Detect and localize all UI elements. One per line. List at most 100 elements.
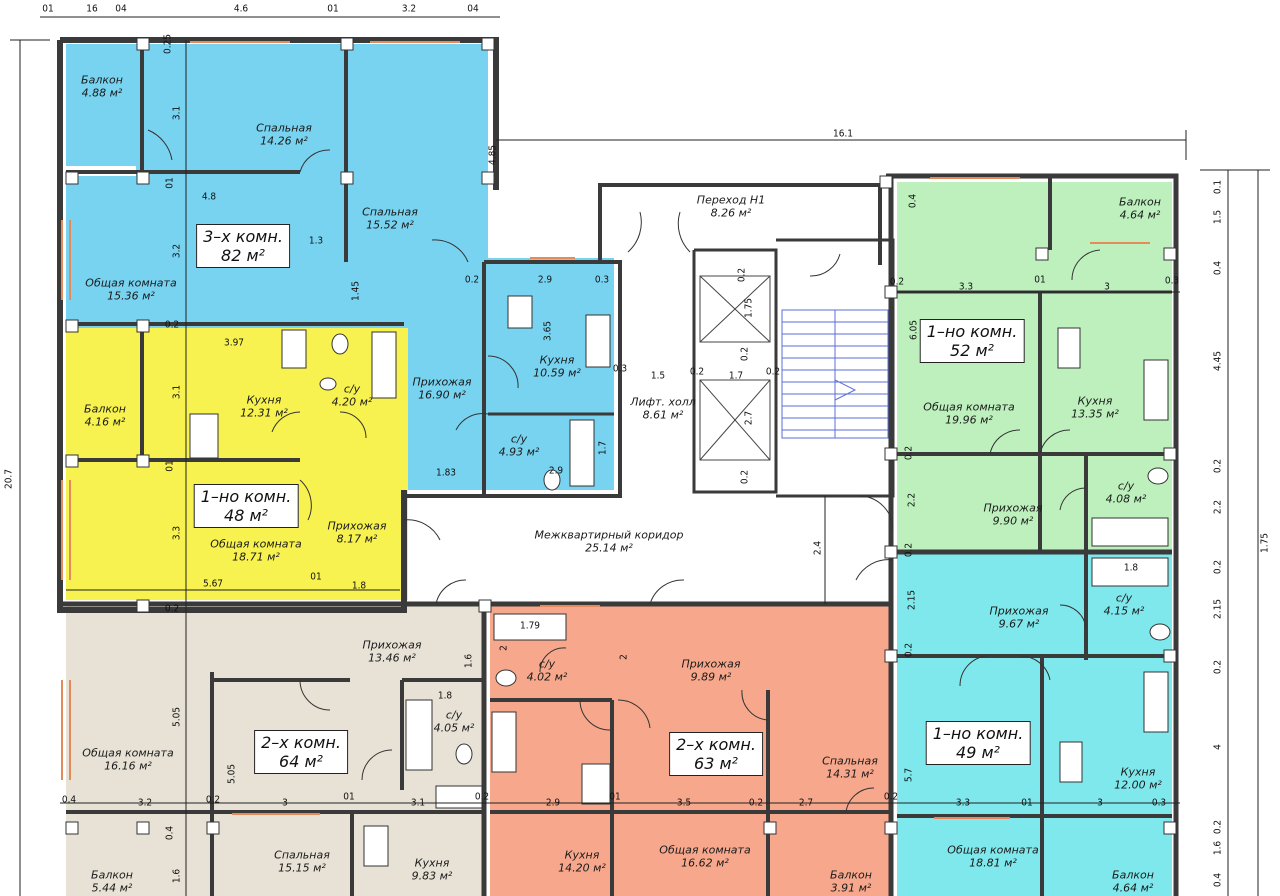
room-name: с/у xyxy=(343,382,361,396)
room-name: Переход Н1 xyxy=(696,193,766,207)
dimension-label: 0.1 xyxy=(1212,179,1224,195)
dimension-label: 1.8 xyxy=(1123,562,1139,574)
room-name: Кухня xyxy=(246,393,282,407)
dimension-label: 0.3 xyxy=(1164,275,1180,287)
dimension-label: 5.7 xyxy=(903,767,915,783)
dimension-label: 2 xyxy=(618,654,630,660)
room-name: Общая комната xyxy=(85,276,177,290)
room-area: 14.31 м² xyxy=(826,767,874,780)
room-area: 4.15 м² xyxy=(1103,604,1145,617)
dimension-label: 0.2 xyxy=(765,366,781,378)
dimension-label: 0.2 xyxy=(464,274,480,286)
dimension-label: 2.9 xyxy=(545,797,561,809)
apartment-type: 2–х комн. xyxy=(676,735,756,754)
dimension-label: 0.2 xyxy=(689,366,705,378)
dimension-label: 1.83 xyxy=(435,467,457,479)
dimension-label: 5.67 xyxy=(202,578,224,590)
room-area: 4.64 м² xyxy=(1112,881,1154,894)
room-area: 10.59 м² xyxy=(533,366,581,379)
dimension-label: 1.75 xyxy=(743,297,755,319)
room-name: Прихожая xyxy=(681,657,741,671)
room-area: 3.91 м² xyxy=(830,881,872,894)
room-name: Балкон xyxy=(1119,195,1161,209)
apartment-badge: 1–но комн.48 м² xyxy=(193,484,299,528)
dimension-label: 01 xyxy=(343,791,355,803)
room-area: 8.61 м² xyxy=(642,408,684,421)
apartment-badge: 3–х комн.82 м² xyxy=(196,224,290,268)
room-name: Балкон xyxy=(81,73,123,87)
room-name: Общая комната xyxy=(82,746,174,760)
room-name: Спальная xyxy=(256,121,312,135)
dimension-label: 16 xyxy=(86,3,98,15)
dimension-label: 3.3 xyxy=(171,525,183,541)
room-name: Прихожая xyxy=(327,519,387,533)
room-name: Кухня xyxy=(564,848,600,862)
dimension-label: 0.2 xyxy=(164,603,180,615)
dimension-label: 1.7 xyxy=(728,370,744,382)
room-name: Межквартирный коридор xyxy=(534,528,684,542)
room-name: Кухня xyxy=(539,353,575,367)
room-area: 14.20 м² xyxy=(558,861,606,874)
dimension-label: 2.2 xyxy=(1212,499,1224,515)
dimension-lines xyxy=(10,16,1270,896)
dimension-label: 0.2 xyxy=(748,797,764,809)
dimension-label: 01 xyxy=(164,177,176,189)
dimension-label: 3 xyxy=(1097,797,1103,809)
room-area: 15.36 м² xyxy=(107,289,155,302)
dimension-label: 1.3 xyxy=(308,235,324,247)
dimension-label: 01 xyxy=(164,460,176,472)
room-area: 9.67 м² xyxy=(998,617,1040,630)
room-name: Спальная xyxy=(274,848,330,862)
room-area: 8.26 м² xyxy=(710,206,752,219)
dimension-label: 0.2 xyxy=(474,791,490,803)
room-area: 12.00 м² xyxy=(1114,778,1162,791)
dimension-label: 0.4 xyxy=(1212,260,1224,276)
dimension-label: 4 xyxy=(1212,744,1224,750)
room-area: 16.62 м² xyxy=(681,856,729,869)
apartment-type: 1–но комн. xyxy=(932,724,1024,743)
apartment-area: 49 м² xyxy=(956,743,1000,762)
dimension-label: 01 xyxy=(310,571,322,583)
dimension-label: 1.6 xyxy=(463,653,475,669)
dimension-label: 04 xyxy=(115,3,127,15)
dimension-label: 3 xyxy=(282,797,288,809)
room-name: Общая комната xyxy=(947,843,1039,857)
dimension-label: 3.5 xyxy=(676,797,692,809)
dimension-label: 3.1 xyxy=(171,105,183,121)
door-swings xyxy=(147,129,1101,813)
room-name: Прихожая xyxy=(989,604,1049,618)
dimension-label: 16.1 xyxy=(832,128,854,140)
room-name: с/у xyxy=(538,657,556,671)
apartment-type: 2–х комн. xyxy=(261,733,341,752)
room-name: Прихожая xyxy=(412,375,472,389)
room-name: с/у xyxy=(1117,479,1135,493)
room-area: 8.17 м² xyxy=(336,532,378,545)
dimension-label: 3.1 xyxy=(410,797,426,809)
dimension-label: 3.2 xyxy=(401,3,417,15)
dimension-label: 0.2 xyxy=(739,469,751,485)
room-area: 9.90 м² xyxy=(992,514,1034,527)
dimension-label: 1.5 xyxy=(650,370,666,382)
room-area: 4.16 м² xyxy=(84,415,126,428)
dimension-label: 1.6 xyxy=(171,868,183,884)
